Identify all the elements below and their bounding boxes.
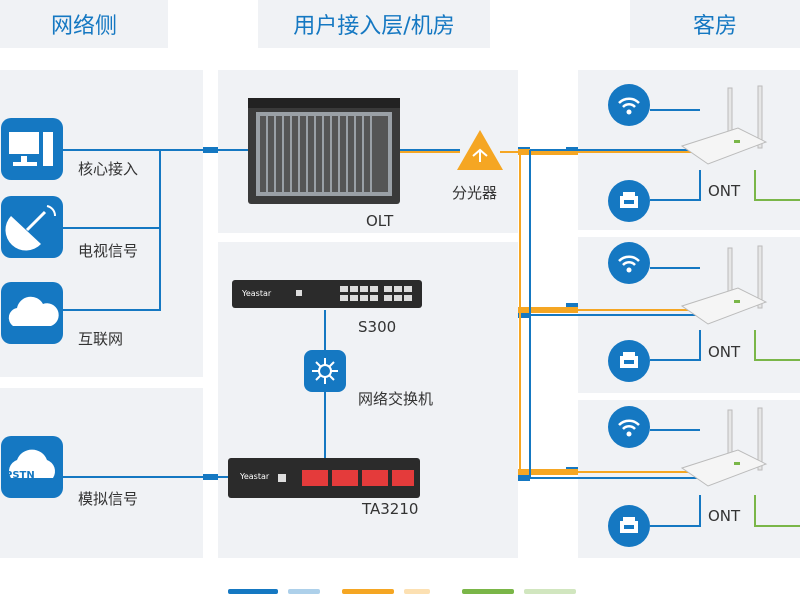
ont-router	[680, 245, 768, 325]
label-analog-signal: 模拟信号	[78, 490, 139, 508]
label-ont: ONT	[708, 507, 741, 525]
ta3210-device: Yeastar	[228, 458, 420, 498]
label-internet: 互联网	[78, 330, 124, 348]
label-splitter: 分光器	[452, 184, 498, 202]
label-ta3210: TA3210	[362, 500, 419, 518]
ta3210-brand: Yeastar	[240, 472, 270, 481]
s300-brand: Yeastar	[242, 289, 272, 298]
wifi-icon	[608, 242, 650, 284]
wifi-icon	[608, 406, 650, 448]
label-s300: S300	[358, 318, 397, 336]
legend-orange-line	[342, 589, 394, 594]
computer-icon	[1, 118, 63, 180]
legend-orange-tag	[404, 589, 430, 594]
splitter-icon	[457, 130, 503, 170]
pstn-badge: PSTN	[5, 470, 35, 481]
phone-icon	[608, 340, 650, 382]
legend-blue-line	[228, 589, 278, 594]
phone-icon	[608, 505, 650, 547]
ont-router	[680, 85, 768, 165]
olt-device	[248, 98, 400, 204]
ont-router	[680, 407, 768, 487]
pstn-icon: PSTN	[1, 436, 63, 498]
wifi-icon	[608, 84, 650, 126]
label-olt: OLT	[366, 212, 394, 230]
header-network-side: 网络侧	[0, 0, 168, 48]
header-guest-room: 客房	[630, 0, 800, 48]
phone-icon	[608, 180, 650, 222]
network-switch-icon	[304, 350, 346, 392]
label-ont: ONT	[708, 343, 741, 361]
header-access-layer: 用户接入层/机房	[258, 0, 490, 48]
label-network-switch: 网络交换机	[358, 390, 434, 408]
cloud-icon	[1, 282, 63, 344]
label-tv-signal: 电视信号	[78, 242, 139, 260]
legend-green-tag	[524, 589, 576, 594]
s300-device: Yeastar	[232, 280, 422, 308]
legend-blue-tag	[288, 589, 320, 594]
satellite-dish-icon	[1, 196, 63, 258]
label-core-access: 核心接入	[78, 160, 139, 178]
legend-green-line	[462, 589, 514, 594]
label-ont: ONT	[708, 182, 741, 200]
